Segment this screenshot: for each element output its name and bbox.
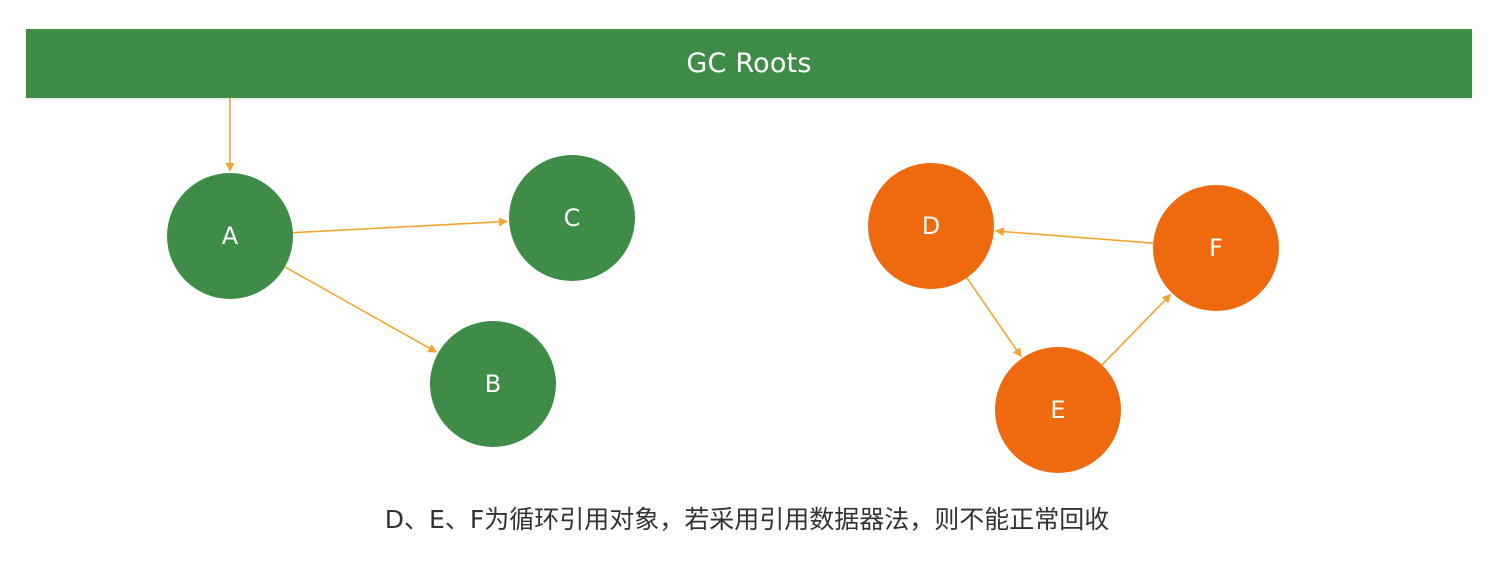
node-d-circle xyxy=(868,163,994,289)
gc-roots-bar: GC Roots xyxy=(26,29,1472,98)
node-c: C xyxy=(509,155,635,281)
node-a: A xyxy=(167,173,293,299)
node-f: F xyxy=(1153,185,1279,311)
node-a-label: A xyxy=(222,222,239,250)
node-d: D xyxy=(868,163,994,289)
edge-a-to-b xyxy=(284,266,438,353)
node-c-label: C xyxy=(564,204,581,232)
edge-f-to-d xyxy=(994,227,1154,244)
node-f-circle xyxy=(1153,185,1279,311)
node-f-label: F xyxy=(1209,234,1223,262)
node-c-circle xyxy=(509,155,635,281)
edges-layer xyxy=(225,98,1172,366)
edge-d-to-e xyxy=(966,277,1022,358)
nodes-layer: A B C D E F xyxy=(167,155,1279,473)
node-b: B xyxy=(430,321,556,447)
node-b-label: B xyxy=(485,370,501,398)
node-e: E xyxy=(995,347,1121,473)
edge-a-to-c xyxy=(292,217,508,234)
node-a-circle xyxy=(167,173,293,299)
node-e-circle xyxy=(995,347,1121,473)
node-b-circle xyxy=(430,321,556,447)
edge-e-to-f xyxy=(1101,293,1172,366)
caption: D、E、F为循环引用对象，若采用引用数据器法，则不能正常回收 xyxy=(384,505,1110,534)
node-d-label: D xyxy=(922,212,940,240)
gc-roots-label: GC Roots xyxy=(686,48,812,79)
node-e-label: E xyxy=(1050,396,1065,424)
